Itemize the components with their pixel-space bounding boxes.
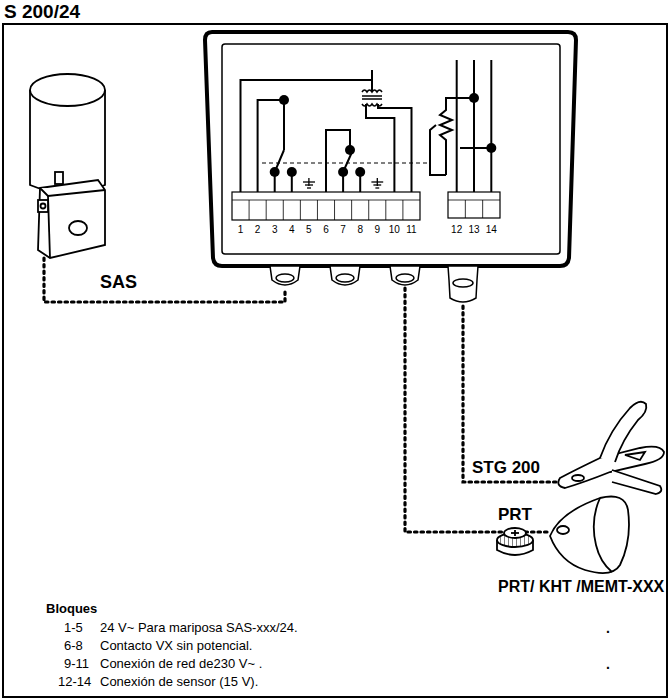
terminal-cell bbox=[249, 200, 483, 220]
enclosure-inner bbox=[222, 44, 560, 254]
terminal-number: 5 bbox=[306, 224, 312, 236]
terminal-number: 3 bbox=[272, 224, 278, 236]
block-description: Conexión de sensor (15 V). bbox=[100, 675, 258, 690]
enclosure bbox=[205, 32, 576, 266]
dashed-line bbox=[262, 163, 428, 164]
junction-dot bbox=[270, 93, 497, 177]
stray-dot: . bbox=[606, 620, 610, 636]
block-range: 12-14 bbox=[58, 675, 91, 690]
cable-line bbox=[44, 258, 562, 532]
legend-heading: Bloques bbox=[46, 602, 97, 617]
terminal-number: 12 bbox=[451, 224, 462, 236]
terminal-number: 7 bbox=[340, 224, 346, 236]
stray-dot: . bbox=[606, 656, 610, 672]
terminal-number: 8 bbox=[357, 224, 363, 236]
terminal-number: 4 bbox=[289, 224, 295, 236]
cable-gland bbox=[270, 266, 478, 302]
frame bbox=[3, 24, 667, 697]
internal-wiring bbox=[241, 60, 492, 192]
part-label: PRT/ KHT /MEMT-XXX bbox=[498, 578, 664, 596]
terminal-number: 2 bbox=[255, 224, 261, 236]
terminal-number: 9 bbox=[374, 224, 380, 236]
sensor-body bbox=[550, 497, 629, 574]
terminal-number: 6 bbox=[323, 224, 329, 236]
terminal-block bbox=[232, 192, 500, 220]
diagram-title: S 200/24 bbox=[4, 1, 80, 23]
transformer-symbol bbox=[362, 90, 382, 106]
sas-actuator bbox=[30, 74, 105, 258]
block-description: 24 V~ Para mariposa SAS-xxx/24. bbox=[100, 621, 298, 636]
part-label: PRT bbox=[498, 505, 532, 525]
block-range: 6-8 bbox=[64, 639, 83, 654]
prt-knob bbox=[497, 528, 533, 555]
block-range: 9-11 bbox=[64, 657, 89, 672]
ground-symbol bbox=[303, 178, 383, 188]
stg-200-clamp bbox=[558, 402, 664, 494]
block-description: Conexión de red de230 V~ . bbox=[100, 657, 262, 672]
terminal-number: 11 bbox=[406, 224, 416, 236]
terminal-number: 10 bbox=[389, 224, 400, 236]
block-range: 1-5 bbox=[64, 621, 83, 636]
block-description: Contacto VX sin potencial. bbox=[100, 639, 252, 654]
part-label: SAS bbox=[100, 272, 137, 293]
terminal-number: 1 bbox=[238, 224, 244, 236]
terminal-number: 14 bbox=[486, 224, 497, 236]
terminal-number: 13 bbox=[468, 224, 479, 236]
part-label: STG 200 bbox=[472, 458, 540, 478]
